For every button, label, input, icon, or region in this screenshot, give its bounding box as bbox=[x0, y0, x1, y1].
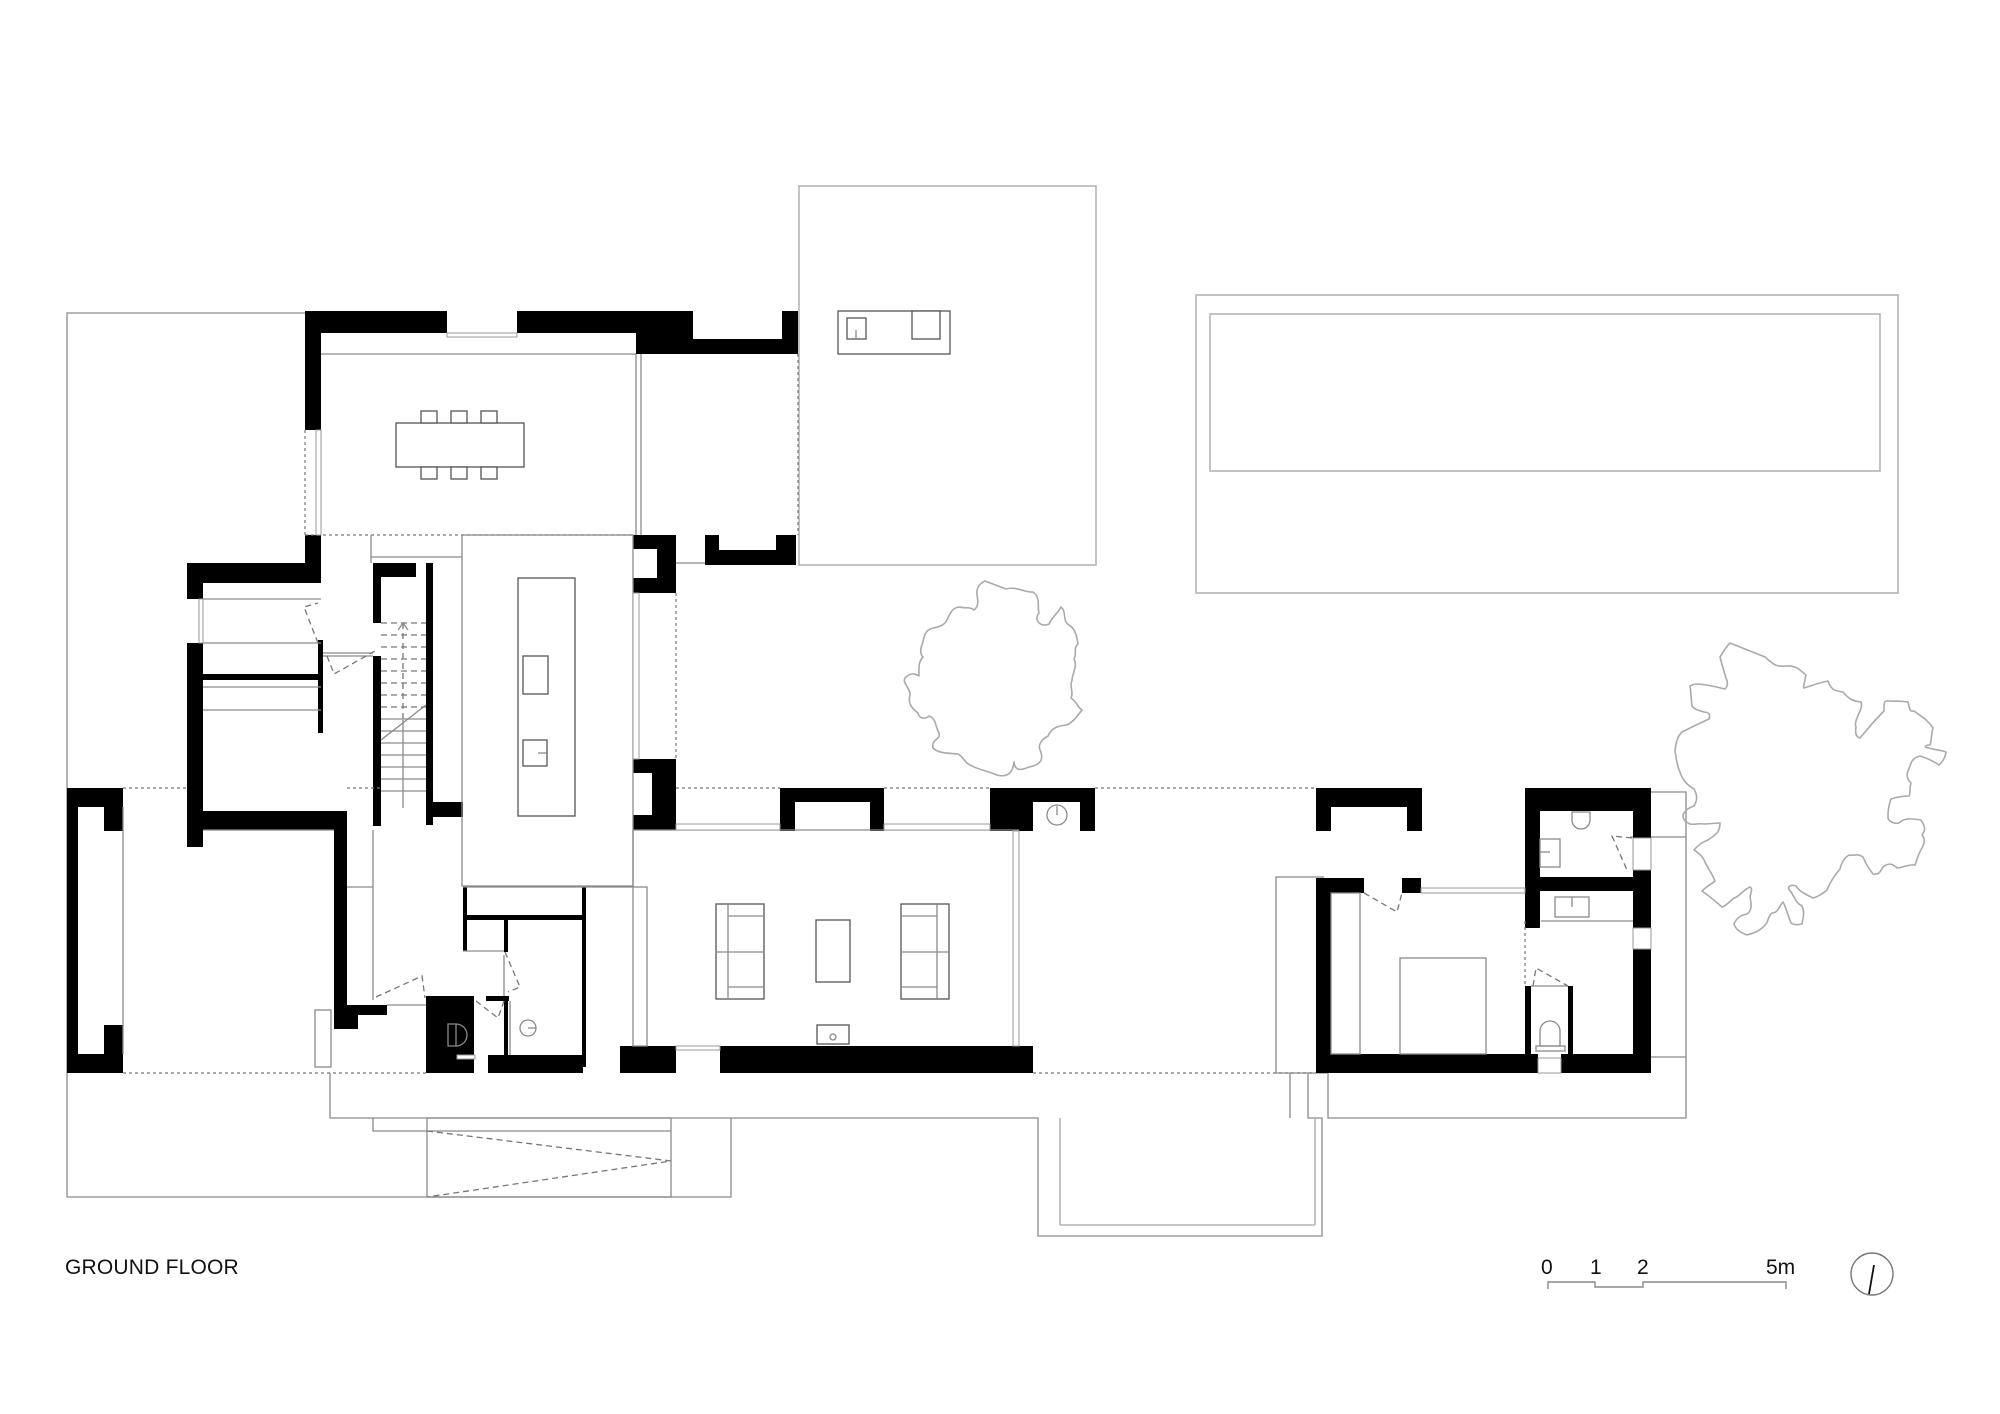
interior-lines bbox=[122, 332, 1652, 1074]
scale-tick-5m: 5m bbox=[1766, 1256, 1796, 1279]
toilet-icon bbox=[1571, 811, 1591, 830]
toilet-icon bbox=[1539, 1020, 1561, 1047]
outdoor-kitchen-counter bbox=[837, 310, 951, 355]
scale-tick-1: 1 bbox=[1590, 1256, 1602, 1279]
outdoor-kitchen-pergola bbox=[798, 185, 1097, 566]
kitchen-island bbox=[517, 577, 576, 817]
scale-tick-2: 2 bbox=[1637, 1256, 1649, 1279]
scale-tick-0: 0 bbox=[1541, 1256, 1553, 1279]
drawing-title: GROUND FLOOR bbox=[65, 1256, 239, 1279]
north-arrow-icon bbox=[1850, 1252, 1894, 1296]
furniture bbox=[395, 410, 950, 1045]
swimming-pool bbox=[1195, 294, 1899, 594]
sofa-left bbox=[715, 903, 765, 1000]
fireplace-vent-icon bbox=[1046, 804, 1068, 826]
sofa-right bbox=[900, 903, 950, 1000]
scale-bar bbox=[1547, 1281, 1787, 1289]
staircase bbox=[380, 621, 427, 808]
double-bed bbox=[1399, 957, 1487, 1055]
tree-icon bbox=[1674, 642, 1947, 936]
dining-table bbox=[395, 422, 525, 468]
walls bbox=[67, 311, 1651, 1073]
tree-icon bbox=[903, 580, 1083, 777]
door-swings bbox=[303, 602, 1633, 1020]
hob-icon bbox=[522, 655, 549, 695]
coffee-table bbox=[815, 919, 851, 983]
